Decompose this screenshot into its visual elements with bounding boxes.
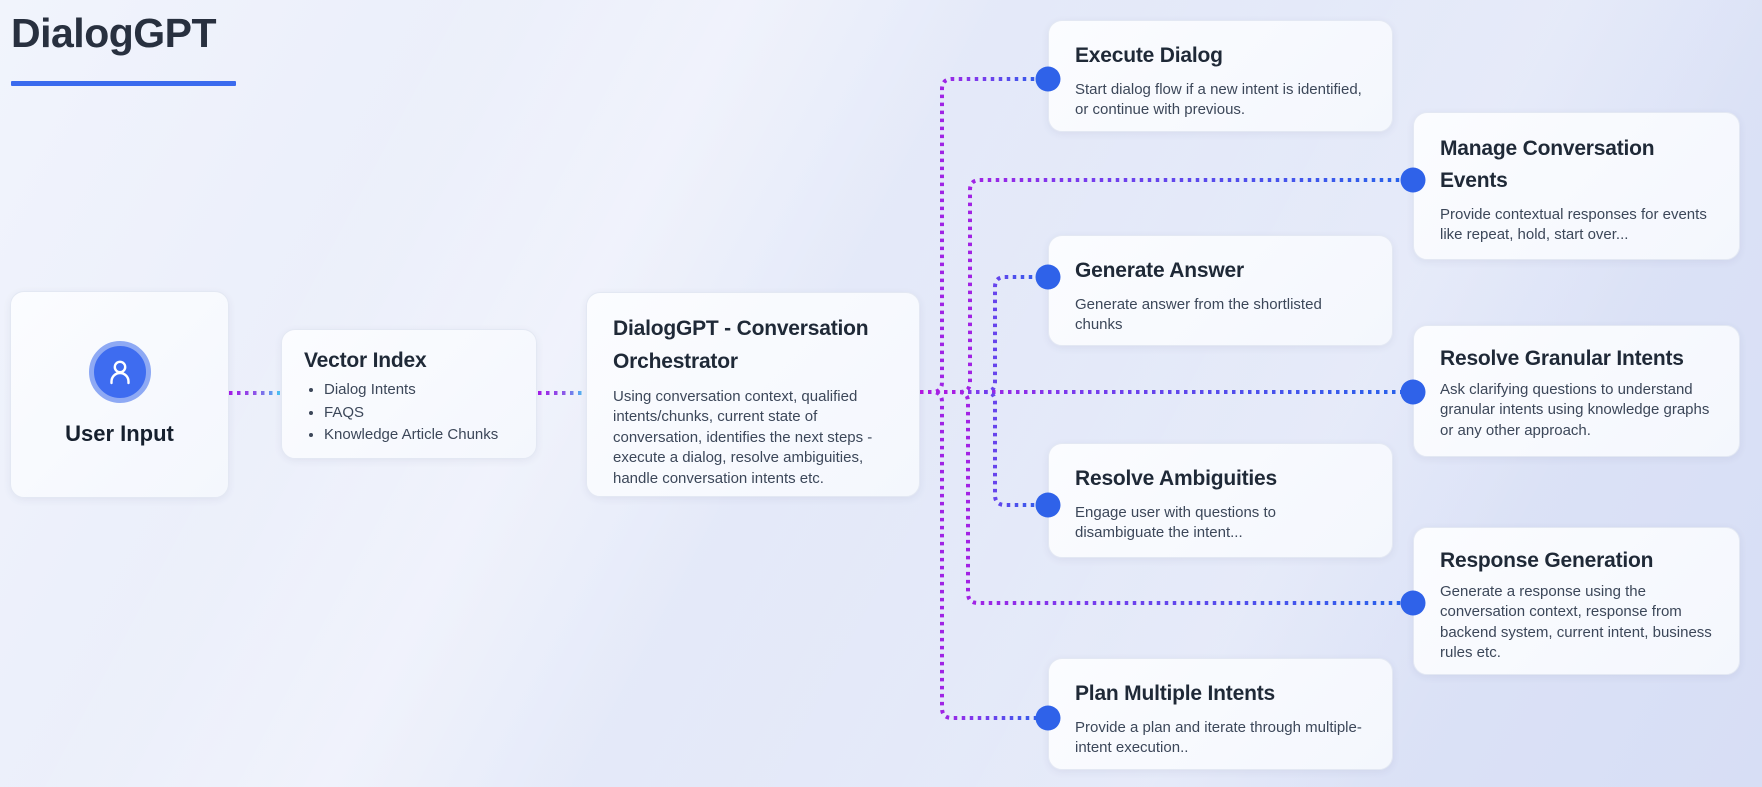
node-user-input[interactable]: User Input [10,291,229,498]
node-vector-index[interactable]: Vector Index Dialog Intents FAQS Knowled… [281,329,537,459]
node-user-input-label: User Input [65,420,174,446]
node-resolve-granular-intents[interactable]: Resolve Granular Intents Ask clarifying … [1413,325,1740,457]
node-manage-conversation-events[interactable]: Manage Conversation Events Provide conte… [1413,112,1740,260]
node-resolve-granular-intents-title: Resolve Granular Intents [1440,347,1684,370]
node-manage-conversation-events-title: Manage Conversation Events [1440,137,1655,192]
node-resolve-ambiguities-body: Engage user with questions to disambigua… [1075,503,1276,542]
node-response-generation[interactable]: Response Generation Generate a response … [1413,527,1740,675]
vector-index-list: Dialog Intents FAQS Knowledge Article Ch… [304,380,514,446]
user-icon [88,340,151,403]
node-orchestrator[interactable]: DialogGPT - Conversation Orchestrator Us… [586,292,920,497]
node-generate-answer-body: Generate answer from the shortlisted chu… [1075,295,1322,334]
node-resolve-granular-intents-body: Ask clarifying questions to understand g… [1440,380,1710,439]
list-item: Dialog Intents [324,380,514,401]
connector-resolve-ambiguities [920,390,1038,507]
node-orchestrator-body: Using conversation context, qualified in… [613,388,873,487]
node-response-generation-title: Response Generation [1440,549,1654,572]
node-resolve-ambiguities[interactable]: Resolve Ambiguities Engage user with que… [1048,443,1393,558]
node-execute-dialog-body: Start dialog flow if a new intent is ide… [1075,80,1362,119]
list-item: Knowledge Article Chunks [324,425,514,446]
node-plan-multiple-intents-body: Provide a plan and iterate through multi… [1075,718,1362,757]
title-underline [11,81,236,86]
node-response-generation-body: Generate a response using the conversati… [1440,582,1712,661]
node-plan-multiple-intents[interactable]: Plan Multiple Intents Provide a plan and… [1048,658,1393,770]
node-generate-answer-title: Generate Answer [1075,259,1244,282]
node-plan-multiple-intents-title: Plan Multiple Intents [1075,682,1275,705]
connector-execute-dialog [920,77,1038,394]
list-item: FAQS [324,403,514,424]
node-execute-dialog-title: Execute Dialog [1075,44,1223,67]
node-execute-dialog[interactable]: Execute Dialog Start dialog flow if a ne… [1048,20,1393,132]
node-manage-conversation-events-body: Provide contextual responses for events … [1440,206,1707,244]
page-title: DialogGPT [11,10,217,56]
node-vector-index-title: Vector Index [304,349,427,372]
node-orchestrator-title: DialogGPT - Conversation Orchestrator [613,317,869,373]
connector-plan-multiple-intents [920,390,1038,720]
connector-generate-answer [920,275,1038,394]
node-generate-answer[interactable]: Generate Answer Generate answer from the… [1048,235,1393,346]
node-resolve-ambiguities-title: Resolve Ambiguities [1075,467,1277,490]
